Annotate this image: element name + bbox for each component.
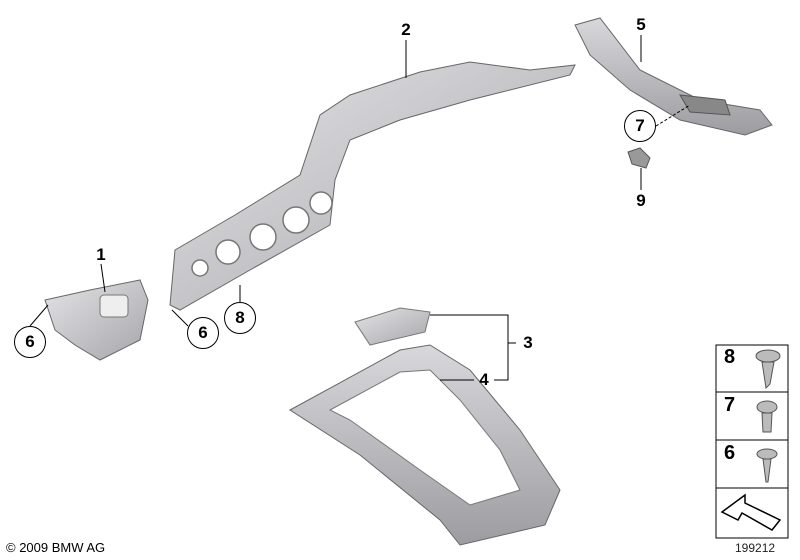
callout-6-center: 6 (187, 317, 219, 349)
callout-4: 4 (479, 370, 489, 389)
callout-1: 1 (96, 245, 106, 264)
callout-2: 2 (401, 20, 411, 39)
clip-part-9 (627, 147, 651, 169)
callout-6-left: 6 (14, 326, 46, 358)
callout-3: 3 (523, 333, 533, 352)
callout-9: 9 (636, 191, 646, 210)
callout-8: 8 (224, 302, 256, 334)
screw-icon-8 (755, 349, 781, 390)
dashboard-trim-part (169, 61, 576, 311)
reference-number: 199212 (735, 541, 776, 555)
callout-7: 7 (624, 110, 656, 142)
direction-arrow-icon (720, 493, 782, 531)
legend-number-6: 6 (724, 442, 736, 464)
center-console-trim (289, 307, 561, 546)
legend-number-8: 8 (724, 346, 736, 368)
legend-number-7: 7 (724, 394, 736, 416)
door-trim-part-5 (574, 17, 773, 136)
screw-icon-7 (756, 400, 778, 433)
trim-piece-1 (44, 279, 149, 361)
callout-5: 5 (636, 15, 646, 34)
copyright: © 2009 BMW AG (6, 540, 106, 555)
cover-part-3 (354, 307, 431, 346)
leader-lines (29, 35, 691, 381)
screw-icon-6 (756, 448, 778, 483)
